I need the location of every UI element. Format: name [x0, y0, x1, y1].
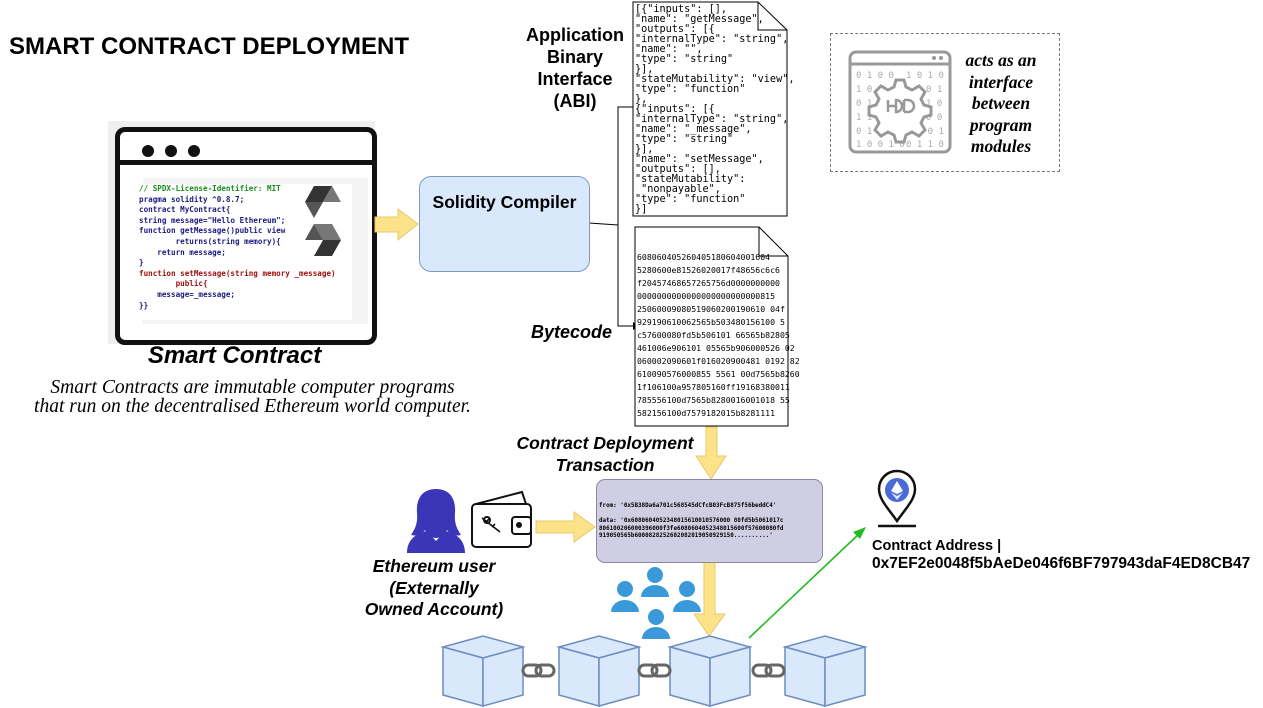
svg-text:1 1: 1 1: [856, 113, 872, 123]
user-label-line: Owned Account): [364, 599, 504, 619]
blockchain-block-3: [667, 635, 753, 707]
abi-label-line: Interface: [537, 69, 613, 89]
interface-note-line: between: [971, 93, 1031, 113]
deployment-label-line: Contract Deployment: [516, 433, 694, 453]
svg-text:1 0 0 1 0: 1 0 0 1 0: [856, 140, 905, 150]
deployment-label-line: Transaction: [555, 455, 655, 475]
compiler-label: Solidity Compiler: [432, 192, 577, 212]
code-line: }}: [139, 300, 149, 310]
contract-address-arrow: [748, 532, 861, 639]
solidity-logo-icon: [305, 186, 341, 256]
user-label-line: (Externally: [389, 577, 479, 598]
window-title-bar: [120, 160, 372, 165]
code-line: returns(string memory){: [139, 236, 281, 246]
code-line: function setMessage(string memory _messa…: [139, 268, 336, 278]
abi-label: Application Binary Interface (ABI): [520, 24, 630, 112]
description-line: Smart Contracts are immutable computer p…: [50, 377, 455, 398]
bytecode-hex-text: 608060405260405180604001604 5280600e8152…: [637, 252, 800, 418]
ethereum-user-icon: [407, 489, 465, 553]
wallet-icon: [471, 490, 532, 548]
interface-module-icon: 0 1 0 0 1 0 1 0 1 0 0 1 0 1 1 0 1 1 0 0 0 1 …: [848, 50, 952, 154]
user-label-line: Ethereum user: [372, 556, 496, 576]
abi-label-line: Application: [526, 25, 624, 45]
abi-json-text: [{"inputs": [], "name": "getMessage", "o…: [635, 4, 795, 215]
interface-note-line: interface: [968, 71, 1034, 92]
window-dot-icon: [165, 145, 177, 157]
svg-text:1 0: 1 0: [856, 85, 872, 95]
code-line: }: [139, 258, 144, 268]
deployment-tx-label: Contract Deployment Transaction: [505, 432, 705, 476]
blockchain-block-2: [556, 635, 642, 707]
bytecode-document: [634, 226, 789, 427]
blockchain-block-4: [782, 635, 868, 707]
network-peers-icon: [611, 567, 701, 639]
page-title: SMART CONTRACT DEPLOYMENT: [9, 33, 409, 60]
window-dot-icon: [142, 145, 154, 157]
svg-text:0 1: 0 1: [926, 85, 942, 95]
ethereum-user-label: Ethereum user (Externally Owned Account): [355, 556, 513, 621]
code-line: function getMessage()public view: [139, 226, 286, 236]
svg-text:1 0: 1 0: [926, 99, 942, 109]
window-dot-icon: [188, 145, 200, 157]
code-line: public{: [139, 279, 208, 289]
interface-note-line: modules: [970, 136, 1032, 156]
chain-link-icon: [637, 663, 672, 678]
code-line: // SPDX-License-Identifier: MIT: [139, 184, 281, 193]
abi-bytecode-split-line: [617, 106, 633, 327]
svg-text:1 0 1 0: 1 0 1 0: [906, 71, 944, 81]
smart-contract-label: Smart Contract: [147, 342, 322, 369]
chain-link-icon: [751, 663, 786, 678]
chain-link-icon: [521, 663, 556, 678]
svg-text:0 1: 0 1: [856, 99, 872, 109]
interface-note-line: acts as an: [965, 50, 1037, 70]
code-line: contract MyContract{: [139, 205, 231, 215]
code-to-compiler-arrow: [374, 208, 419, 242]
smart-contract-description: Smart Contracts are immutable computer p…: [10, 377, 495, 417]
solidity-compiler-box: Solidity Compiler: [419, 176, 590, 272]
contract-address-label: Contract Address |: [872, 538, 1002, 554]
svg-text:0 0: 0 0: [926, 113, 942, 123]
abi-label-line: Binary: [546, 47, 604, 67]
transaction-box: from: '0x5B38Da6a701c568545dCfcB03FcB875…: [596, 479, 823, 563]
description-line: that run on the decentralised Ethereum w…: [34, 396, 471, 417]
transaction-text: from: '0x5B38Da6a701c568545dCfcB03FcB875…: [599, 503, 784, 539]
bytecode-to-tx-arrow: [695, 426, 727, 480]
code-line: message=_message;: [139, 289, 236, 299]
bytecode-label: Bytecode: [531, 322, 613, 342]
contract-address-value: 0x7EF2e0048f5bAeDe046f6BF797943daF4ED8CB…: [872, 555, 1251, 572]
wallet-to-tx-arrow: [535, 511, 596, 543]
code-line: return message;: [139, 247, 226, 257]
tx-to-chain-arrow: [693, 561, 726, 637]
abi-label-line: (ABI): [553, 91, 597, 111]
green-arrowhead-icon: [853, 527, 866, 539]
compiler-output-line: [588, 222, 619, 226]
interface-note-box: 0 1 0 0 1 0 1 0 1 0 0 1 0 1 1 0 1 1 0 0 0 1 …: [830, 33, 1060, 172]
code-line: pragma solidity ^0.8.7;: [139, 194, 245, 204]
abi-document: [632, 1, 788, 217]
interface-note-text: acts as an interface between program mod…: [957, 50, 1045, 158]
svg-text:0 1 1 0: 0 1 1 0: [906, 140, 944, 150]
contract-location-pin-icon: [877, 469, 917, 528]
blockchain-block-1: [440, 635, 526, 707]
interface-note-line: program: [969, 114, 1033, 135]
svg-text:0 1 0 0: 0 1 0 0: [856, 71, 894, 81]
code-line: string message="Hello Ethereum";: [139, 215, 286, 225]
